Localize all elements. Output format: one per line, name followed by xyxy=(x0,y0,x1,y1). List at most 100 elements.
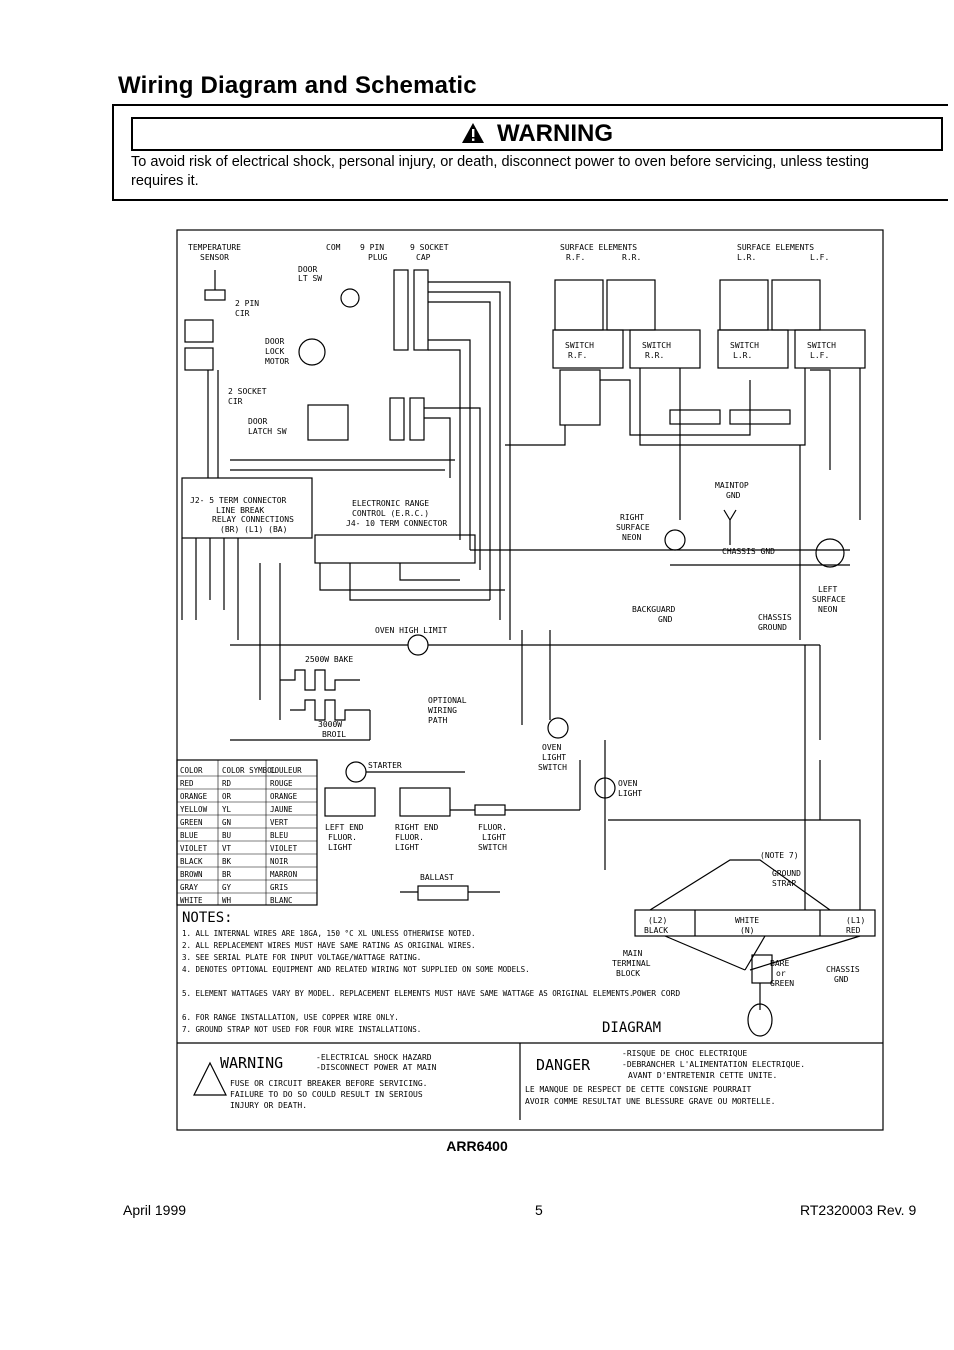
socket-2pin xyxy=(389,397,405,441)
bottom-warning-body-2: FAILURE TO DO SO COULD RESULT IN SERIOUS xyxy=(230,1090,423,1099)
backguard-gnd-label-2: GND xyxy=(658,615,673,624)
warning-text: To avoid risk of electrical shock, perso… xyxy=(131,154,869,189)
left-fluor-label-3: LIGHT xyxy=(328,843,352,852)
color-table-cell: YL xyxy=(222,805,232,814)
fluor-switch-label-2: LIGHT xyxy=(482,833,506,842)
danger-body-1: LE MANQUE DE RESPECT DE CETTE CONSIGNE P… xyxy=(525,1085,752,1094)
power-cord-plug xyxy=(747,1003,773,1037)
fluor-switch-label-3: SWITCH xyxy=(478,843,507,852)
color-table-cell: GN xyxy=(222,818,231,827)
j2-connector xyxy=(181,477,313,539)
left-fluor-label-2: FLUOR. xyxy=(328,833,357,842)
model-number: ARR6400 xyxy=(446,1138,508,1154)
ground-strap-label-2: STRAP xyxy=(772,879,796,888)
switch-rf xyxy=(552,329,624,369)
warning-triangle-icon xyxy=(462,123,484,143)
door-light-switch-label-1: DOOR xyxy=(298,265,317,274)
plug-9pin-label-2: PLUG xyxy=(368,253,387,262)
right-fluor-label-1: RIGHT END xyxy=(395,823,439,832)
footer-date: April 1999 xyxy=(123,1202,187,1218)
optional-wiring-label-2: WIRING xyxy=(428,706,457,715)
socket2-cir-label-2: CIR xyxy=(228,397,243,406)
pin2-cir-label-2: CIR xyxy=(235,309,250,318)
switch-lf-label-2: L.F. xyxy=(810,351,829,360)
plug-9pin xyxy=(393,269,409,351)
broil-label-1: 3000W xyxy=(318,720,342,729)
color-table-cell: GRIS xyxy=(270,883,289,892)
surface-element-lr xyxy=(719,279,769,331)
note-7: 7. GROUND STRAP NOT USED FOR FOUR WIRE I… xyxy=(182,1025,421,1034)
oven-light-label-1: OVEN xyxy=(618,779,637,788)
door-light-switch-label-2: LT SW xyxy=(298,274,322,283)
ballast-label: BALLAST xyxy=(420,873,454,882)
oven-light-switch xyxy=(547,717,569,739)
switch-lr xyxy=(717,329,789,369)
color-table-cell: GREEN xyxy=(180,818,203,827)
connector-2pin xyxy=(184,319,214,343)
warning-heading-text: WARNING xyxy=(497,120,613,147)
bake-element xyxy=(280,669,360,691)
note-1: 1. ALL INTERNAL WIRES ARE 18GA, 150 °C X… xyxy=(182,929,476,938)
color-table-cell: MARRON xyxy=(270,870,297,879)
maintop-gnd-label-1: MAINTOP xyxy=(715,481,749,490)
ballast xyxy=(417,885,469,901)
color-table-cell: OR xyxy=(222,792,232,801)
danger-line-2: -DEBRANCHER L'ALIMENTATION ELECTRIQUE. xyxy=(622,1060,805,1069)
line-break-label: LINE BREAK xyxy=(216,506,264,515)
terminal-block-label-3: BLOCK xyxy=(616,969,640,978)
terminal-block-label-1: MAIN xyxy=(623,949,642,958)
j2-connector-label: J2- 5 TERM CONNECTOR xyxy=(190,496,287,505)
note-2: 2. ALL REPLACEMENT WIRES MUST HAVE SAME … xyxy=(182,941,476,950)
color-table-cell: WH xyxy=(222,896,232,905)
erc-label-2: CONTROL (E.R.C.) xyxy=(352,509,429,518)
or-label: or xyxy=(776,969,786,978)
wiring-diagram: TEMPERATURE SENSOR COM 9 PIN PLUG 9 SOCK… xyxy=(176,229,884,1131)
door-light-switch xyxy=(340,288,360,308)
erc-label-1: ELECTRONIC RANGE xyxy=(352,499,429,508)
terminal-white: WHITE xyxy=(735,916,759,925)
com-label: COM xyxy=(326,243,341,252)
oven-light-switch-label-1: OVEN xyxy=(542,743,561,752)
pin2-cir-label-1: 2 PIN xyxy=(235,299,259,308)
surface-element-rr xyxy=(606,279,656,331)
color-table-cell: BLEU xyxy=(270,831,288,840)
danger-line-3: AVANT D'ENTRETENIR CETTE UNITE. xyxy=(628,1071,777,1080)
switch-rr-label-1: SWITCH xyxy=(642,341,671,350)
page-title: Wiring Diagram and Schematic xyxy=(118,72,477,99)
chassis-ground-label-2: GROUND xyxy=(758,623,787,632)
relay-codes-label: (BR) (L1) (BA) xyxy=(220,525,287,534)
diagram-caption: DIAGRAM xyxy=(602,1020,661,1036)
oven-high-limit-label: OVEN HIGH LIMIT xyxy=(375,626,447,635)
color-table-cell: VT xyxy=(222,844,232,853)
bottom-warning-line-1: -ELECTRICAL SHOCK HAZARD xyxy=(316,1053,432,1062)
socket-9pin-label-1: 9 SOCKET xyxy=(410,243,449,252)
left-end-fluor-light xyxy=(324,787,376,817)
door-lock-motor-label-2: LOCK xyxy=(265,347,284,356)
note-5: 5. ELEMENT WATTAGES VARY BY MODEL. REPLA… xyxy=(182,989,634,998)
backguard-gnd-label-1: BACKGUARD xyxy=(632,605,676,614)
color-table-cell: ROUGE xyxy=(270,779,293,788)
color-table-cell: JAUNE xyxy=(270,805,293,814)
optional-wiring-label-1: OPTIONAL xyxy=(428,696,467,705)
right-fluor-label-3: LIGHT xyxy=(395,843,419,852)
oven-light-switch-label-3: SWITCH xyxy=(538,763,567,772)
erc-label-3: J4- 10 TERM CONNECTOR xyxy=(346,519,447,528)
color-table-cell: NOIR xyxy=(270,857,289,866)
surface-lf-label: L.F. xyxy=(810,253,829,262)
bottom-warning-heading: WARNING xyxy=(220,1054,283,1072)
socket-9pin-label-2: CAP xyxy=(416,253,431,262)
right-surface-neon xyxy=(664,529,686,551)
starter-label: STARTER xyxy=(368,761,402,770)
left-fluor-label-1: LEFT END xyxy=(325,823,364,832)
plug-2pin xyxy=(409,397,425,441)
footer-page: 5 xyxy=(535,1202,543,1218)
warning-heading: WARNING xyxy=(133,120,941,148)
maintop-gnd-label-2: GND xyxy=(726,491,741,500)
surface-element-lf xyxy=(771,279,821,331)
left-neon-label-2: SURFACE xyxy=(812,595,846,604)
left-neon-label-3: NEON xyxy=(818,605,837,614)
color-table-frame xyxy=(176,759,318,906)
fluor-switch-label-1: FLUOR. xyxy=(478,823,507,832)
color-table-cell: ORANGE xyxy=(270,792,298,801)
title-rule xyxy=(112,104,948,106)
